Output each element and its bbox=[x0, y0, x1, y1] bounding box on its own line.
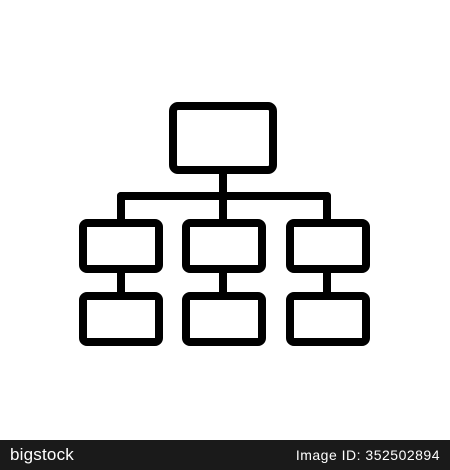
grandchild-node-left bbox=[79, 292, 163, 346]
child-node-right bbox=[286, 219, 370, 273]
brand-logo-text: bigstock bbox=[10, 445, 74, 464]
child-node-left bbox=[79, 219, 163, 273]
root-node-box bbox=[169, 102, 277, 174]
grandchild-node-right bbox=[286, 292, 370, 346]
hierarchy-icon bbox=[79, 102, 370, 346]
child-node-middle bbox=[182, 219, 266, 273]
grandchild-node-middle bbox=[182, 292, 266, 346]
image-id-label: Image ID: 352502894 bbox=[295, 447, 440, 463]
watermark-footer: bigstock Image ID: 352502894 bbox=[0, 440, 450, 470]
